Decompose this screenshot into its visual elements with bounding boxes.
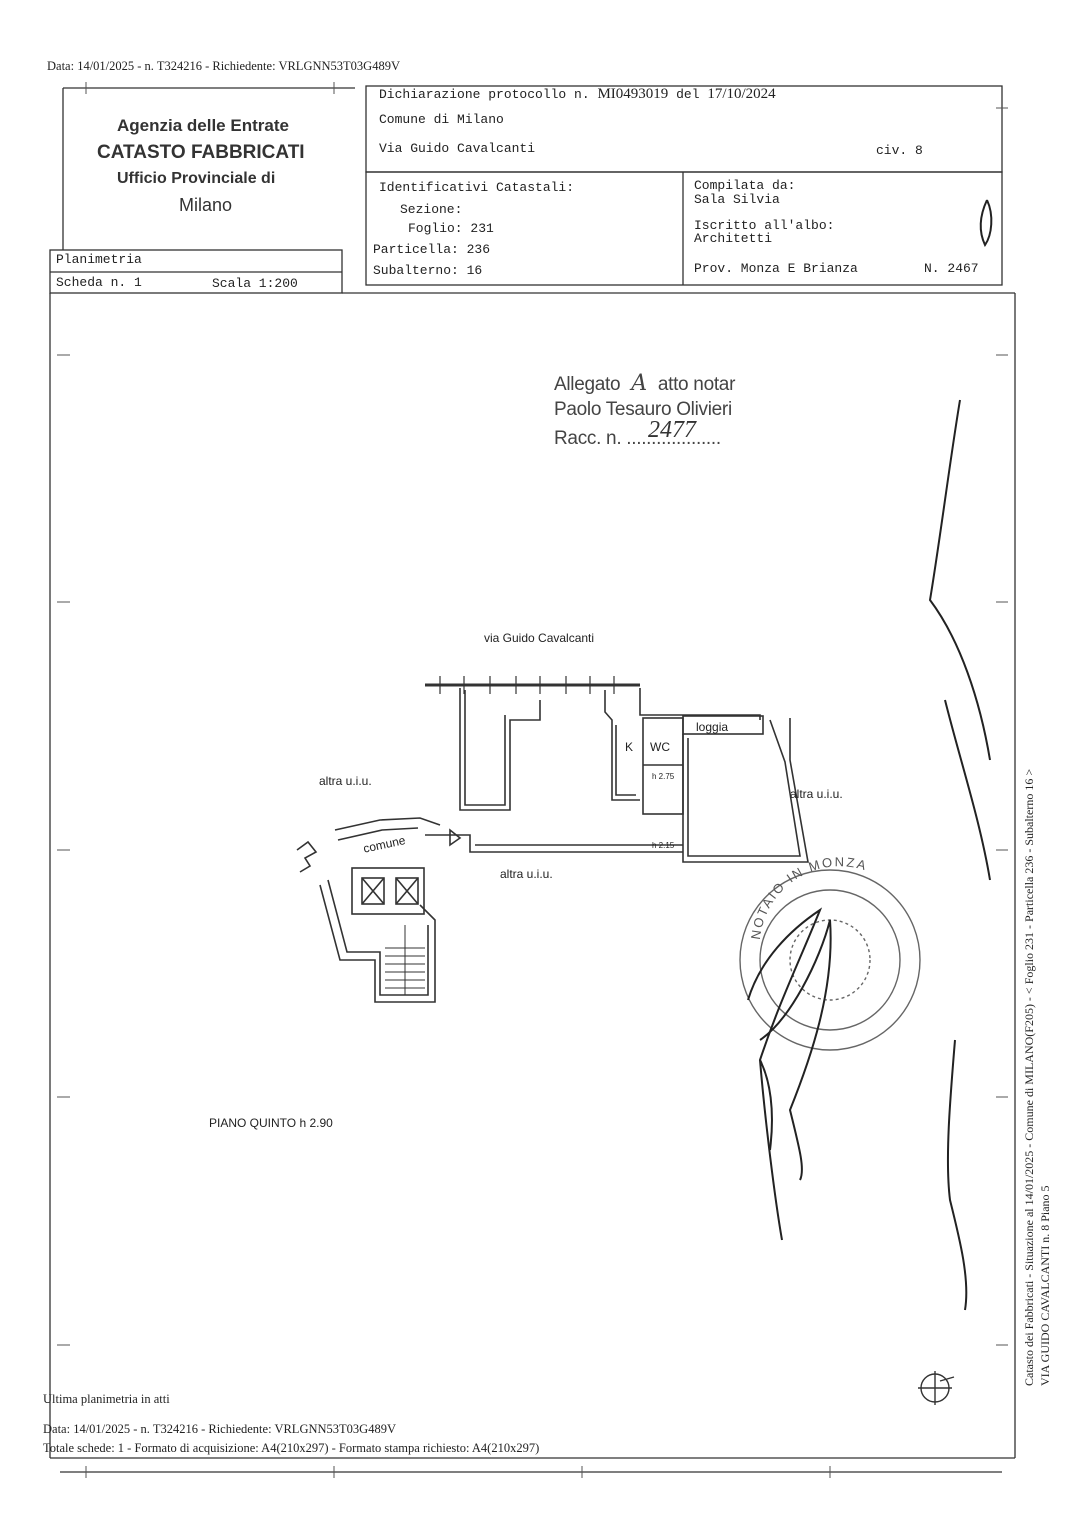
compilata-prov: Prov. Monza E Brianza [694, 261, 858, 276]
handwritten-letter: A [631, 371, 647, 396]
height-215-label: h 2.15 [652, 841, 675, 850]
allegato-racc: Racc. n. ................... [554, 428, 721, 449]
declaration-civ: civ. 8 [876, 143, 923, 158]
street-label: via Guido Cavalcanti [484, 631, 595, 645]
planimetria-title: Planimetria [56, 252, 142, 267]
scala: Scala 1:200 [212, 276, 298, 291]
identificativi-foglio: Foglio: 231 [408, 221, 494, 236]
scheda-number: Scheda n. 1 [56, 275, 142, 290]
declaration-prefix: Dichiarazione protocollo n. [379, 87, 590, 102]
kitchen-label: K [625, 740, 634, 754]
identificativi-title: Identificativi Catastali: [379, 180, 575, 195]
identificativi-subalterno: Subalterno: 16 [373, 263, 483, 278]
side-text-line1: Catasto dei Fabbricati - Situazione al 1… [1022, 768, 1036, 1386]
allegato-label: Allegato [554, 374, 621, 395]
identificativi-particella: Particella: 236 [373, 242, 491, 257]
footer-ultima: Ultima planimetria in atti [43, 1392, 170, 1406]
allegato-line1: Allegato A atto notar [554, 371, 735, 396]
allegato-atto: atto notar [657, 374, 736, 395]
side-text-line2: VIA GUIDO CAVALCANTI n. 8 Piano 5 [1038, 1185, 1052, 1386]
declaration-number: MI0493019 [597, 86, 669, 102]
signature-strokes [747, 199, 993, 1311]
loggia-label: loggia [696, 720, 729, 734]
compilata-title: Compilata da: [694, 178, 796, 193]
identificativi-sezione: Sezione: [400, 202, 463, 217]
top-data-line: Data: 14/01/2025 - n. T324216 - Richiede… [47, 59, 400, 73]
seal-text: NOTAIO IN MONZA [748, 854, 870, 940]
compilata-name: Sala Silvia [694, 192, 780, 207]
albo-value: Architetti [694, 231, 773, 246]
altra-uiu-right: altra u.i.u. [790, 787, 843, 801]
piano-label: PIANO QUINTO h 2.90 [209, 1116, 333, 1130]
altra-uiu-left: altra u.i.u. [319, 774, 372, 788]
allegato-notary: Paolo Tesauro Olivieri [554, 399, 732, 420]
height-275-label: h 2.75 [652, 772, 675, 781]
declaration-del: del [676, 87, 700, 102]
compilata-numero: N. 2467 [924, 261, 979, 276]
agency-name: Agenzia delle Entrate [117, 116, 289, 135]
altra-uiu-bottom: altra u.i.u. [500, 867, 553, 881]
footer-data: Data: 14/01/2025 - n. T324216 - Richiede… [43, 1422, 396, 1436]
ufficio-city: Milano [179, 195, 233, 215]
declaration-date: 17/10/2024 [707, 86, 776, 102]
catasto-fabbricati-title: CATASTO FABBRICATI [97, 142, 305, 163]
handwritten-racc-number: 2477 [648, 417, 696, 443]
declaration-comune: Comune di Milano [379, 112, 504, 127]
wc-label: WC [650, 740, 670, 754]
albo-title: Iscritto all'albo: [694, 218, 835, 233]
footer-totale: Totale schede: 1 - Formato di acquisizio… [43, 1441, 540, 1455]
declaration-protocol: Dichiarazione protocollo n. MI0493019 de… [379, 86, 776, 103]
north-arrow-icon [918, 1371, 955, 1405]
ufficio-provinciale: Ufficio Provinciale di [117, 170, 276, 187]
declaration-via: Via Guido Cavalcanti [379, 141, 536, 156]
